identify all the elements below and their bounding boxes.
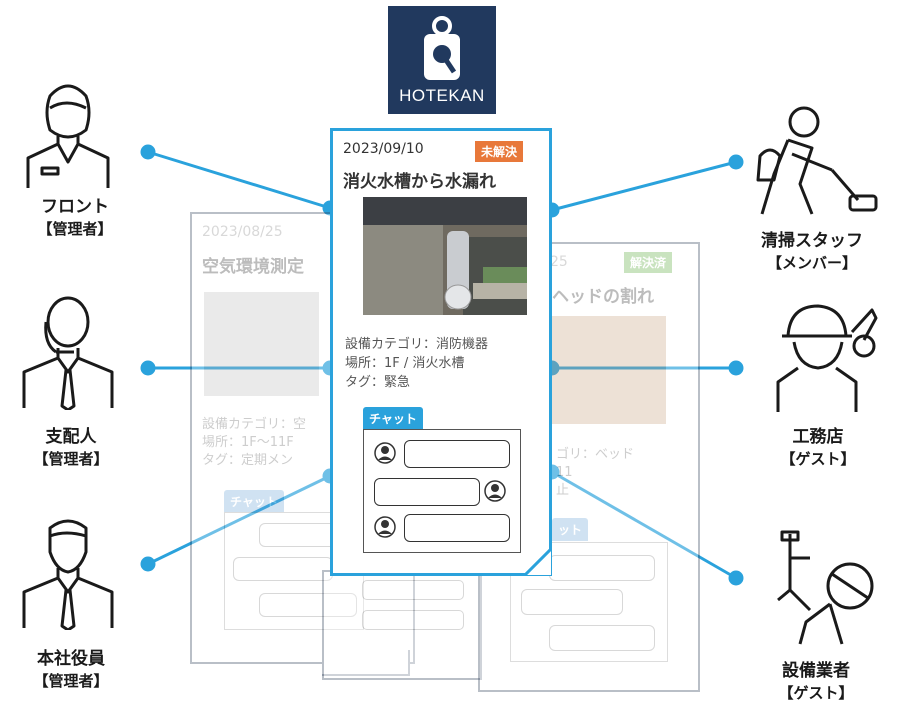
chat-bubble <box>404 514 510 542</box>
person-cleaning: 清掃スタッフ 【メンバー】 <box>761 231 863 272</box>
card-info: 設備カテゴリ：空 場所：1F～11F タグ：定期メン <box>202 417 307 468</box>
logo-text: HOTEKAN <box>399 86 485 105</box>
person-executive: 本社役員 【管理者】 <box>33 649 109 690</box>
manager-headset-icon <box>22 296 114 410</box>
card-title: 空気環境測定 <box>202 257 304 277</box>
avatar-icon <box>374 516 396 538</box>
right-back-card: 25 解決済 ヘッドの割れ ゴリ：ベッド 11 止 ット <box>478 242 700 692</box>
executive-icon <box>22 519 114 630</box>
status-badge: 解決済 <box>624 252 673 273</box>
chat-box <box>510 542 668 662</box>
card-title: ヘッドの割れ <box>552 287 654 307</box>
chat-tab[interactable]: チャット <box>363 407 423 430</box>
person-manager: 支配人 【管理者】 <box>33 427 109 468</box>
middle-back-card <box>322 570 482 682</box>
status-badge: 未解決 <box>475 141 524 162</box>
chat-tab: ット <box>552 518 589 541</box>
avatar-icon <box>374 442 396 464</box>
issue-title: 消火水槽から水漏れ <box>343 172 496 192</box>
cleaning-staff-icon <box>756 106 878 215</box>
person-contractor: 工務店 【ゲスト】 <box>780 427 856 468</box>
chat-bubble <box>374 478 480 506</box>
hotekan-logo: HOTEKAN <box>388 6 496 114</box>
page-fold <box>525 549 551 575</box>
plumber-icon <box>777 530 874 645</box>
door-hanger-icon <box>424 16 460 80</box>
issue-location: 場所：1F / 消火水槽 <box>345 356 465 371</box>
main-issue-card[interactable]: 2023/09/10 未解決 消火水槽から水漏れ 設備カテゴリ：消防機器 場所：… <box>330 128 552 576</box>
person-front: フロント 【管理者】 <box>37 197 113 238</box>
issue-info: 設備カテゴリ：消防機器 場所：1F / 消火水槽 タグ：緊急 <box>345 335 488 392</box>
card-info: ゴリ：ベッド 11 止 <box>556 447 635 498</box>
person-equipment-vendor: 設備業者 【ゲスト】 <box>778 661 854 702</box>
construction-worker-icon <box>776 304 878 412</box>
avatar-icon <box>484 480 506 502</box>
card-date: 2023/08/25 <box>202 224 283 240</box>
chat-box[interactable] <box>363 429 521 553</box>
woman-staff-icon <box>26 84 110 188</box>
issue-tag: タグ：緊急 <box>345 375 411 390</box>
issue-photo <box>363 197 527 315</box>
issue-category: 設備カテゴリ：消防機器 <box>345 337 489 352</box>
card-photo <box>552 316 666 424</box>
chat-tab: チャット <box>224 490 284 513</box>
issue-date: 2023/09/10 <box>343 141 424 157</box>
card-date: 25 <box>550 254 568 270</box>
chat-bubble <box>404 440 510 468</box>
card-photo <box>204 292 319 396</box>
